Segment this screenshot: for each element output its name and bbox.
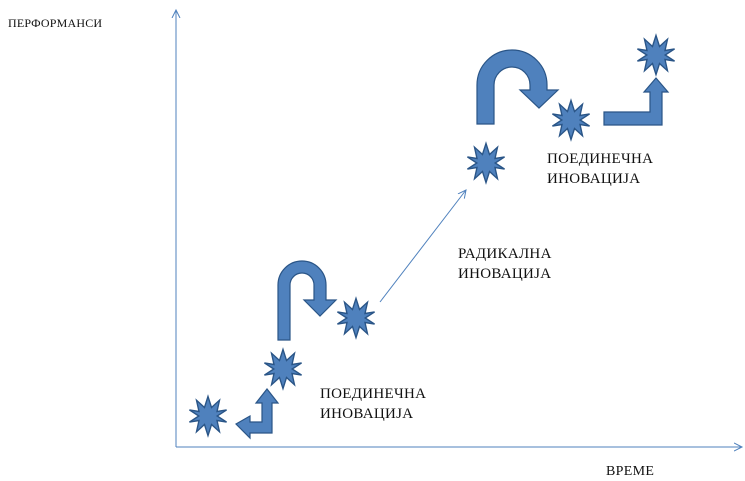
radical-innovation-arrow xyxy=(379,190,466,303)
x-axis-label: ВРЕМЕ xyxy=(606,464,655,479)
label-line: ИНОВАЦИЈА xyxy=(458,266,552,282)
star-burst-icon xyxy=(551,99,591,141)
star-burst-icon xyxy=(466,142,506,184)
incremental-innovation-label-upper: ПОЕДИНЕЧНА ИНОВАЦИЈА xyxy=(547,149,653,189)
label-line: ИНОВАЦИЈА xyxy=(320,406,414,422)
bent-up-arrow-icon xyxy=(603,77,670,126)
u-turn-arrow-icon xyxy=(277,260,338,341)
u-turn-arrow-icon xyxy=(476,49,560,125)
label-line: ИНОВАЦИЈА xyxy=(547,171,641,187)
star-burst-icon xyxy=(636,34,676,76)
label-line: ПОЕДИНЕЧНА xyxy=(547,151,654,167)
y-axis-label: ПЕРФОРМАНСИ xyxy=(8,16,103,30)
bent-up-arrow-icon xyxy=(235,388,280,440)
star-burst-icon xyxy=(188,395,228,437)
label-line: РАДИКАЛНА xyxy=(458,246,552,262)
star-burst-icon xyxy=(336,297,376,339)
star-burst-icon xyxy=(263,348,303,390)
incremental-innovation-label-lower: ПОЕДИНЕЧНА ИНОВАЦИЈА xyxy=(320,384,426,424)
label-line: ПОЕДИНЕЧНА xyxy=(320,386,427,402)
radical-innovation-label: РАДИКАЛНА ИНОВАЦИЈА xyxy=(458,244,552,284)
